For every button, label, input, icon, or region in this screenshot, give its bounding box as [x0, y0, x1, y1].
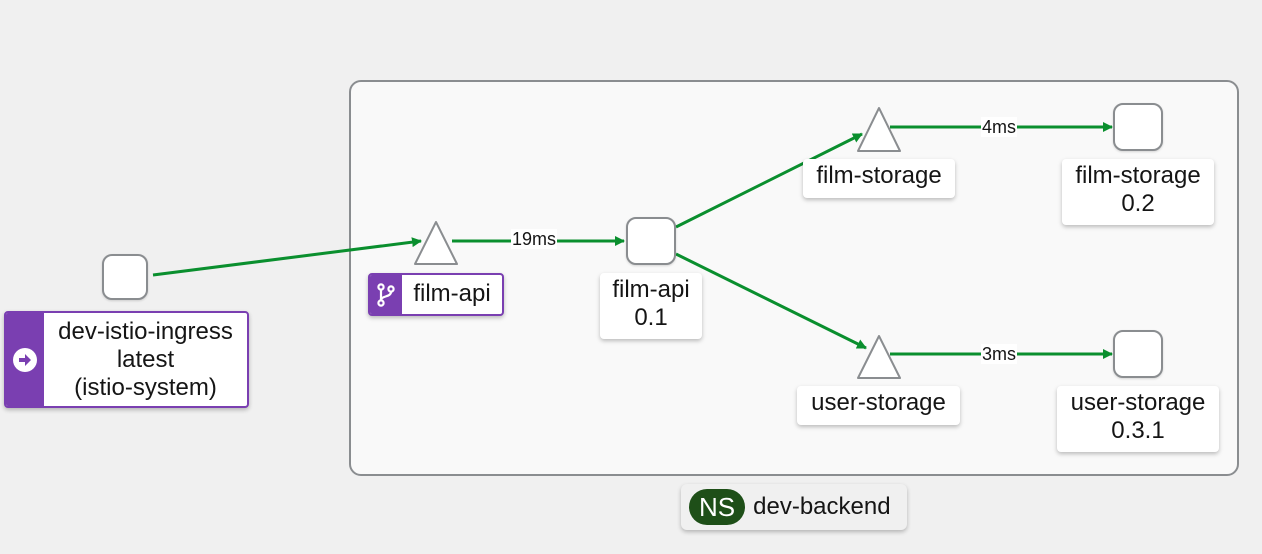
film-storage-service-triangle[interactable]	[857, 107, 901, 152]
ingress-label[interactable]: dev-istio-ingress latest (istio-system)	[4, 311, 249, 408]
film-storage-workload-node[interactable]	[1113, 103, 1163, 151]
film-storage-service-label[interactable]: film-storage	[803, 159, 955, 198]
edge-label-4ms: 4ms	[981, 117, 1018, 137]
branch-icon	[377, 282, 395, 307]
film-api-workload-label[interactable]: film-api 0.1	[600, 273, 702, 339]
film-storage-workload-label[interactable]: film-storage 0.2	[1062, 159, 1214, 225]
arrow-circle-right-icon	[13, 347, 37, 372]
user-storage-service-label[interactable]: user-storage	[797, 386, 960, 425]
ingress-node[interactable]	[102, 254, 148, 300]
ingress-version: latest	[116, 346, 175, 373]
film-api-service-triangle[interactable]	[414, 221, 458, 265]
film-api-service-name: film-api	[413, 280, 491, 307]
film-api-workload-node[interactable]	[626, 217, 676, 265]
film-storage-service-name: film-storage	[816, 162, 942, 189]
edge-label-19ms: 19ms	[511, 229, 558, 249]
film-api-service-badge	[370, 275, 402, 314]
user-storage-service-triangle[interactable]	[857, 335, 901, 379]
user-storage-workload-version: 0.3.1	[1111, 417, 1165, 444]
ingress-namespace: (istio-system)	[74, 374, 217, 401]
namespace-badge: NS	[689, 489, 746, 525]
film-api-service-label[interactable]: film-api	[368, 273, 504, 316]
user-storage-service-name: user-storage	[811, 389, 946, 416]
ingress-badge	[6, 313, 44, 406]
film-storage-workload-name: film-storage	[1075, 162, 1201, 189]
ingress-name: dev-istio-ingress	[58, 318, 233, 345]
film-storage-workload-version: 0.2	[1121, 190, 1155, 217]
edge-ingress-to-film-api[interactable]	[152, 237, 422, 277]
namespace-name: dev-backend	[753, 493, 891, 520]
film-api-workload-version: 0.1	[634, 304, 668, 331]
namespace-label[interactable]: NS dev-backend	[681, 484, 907, 530]
edge-film-api-to-user-storage[interactable]	[675, 252, 867, 350]
user-storage-workload-node[interactable]	[1113, 330, 1163, 378]
user-storage-workload-name: user-storage	[1070, 389, 1206, 416]
user-storage-workload-label[interactable]: user-storage 0.3.1	[1057, 386, 1219, 452]
edge-label-3ms: 3ms	[981, 344, 1018, 364]
edge-film-api-to-film-storage[interactable]	[675, 132, 863, 229]
film-api-workload-name: film-api	[612, 276, 690, 303]
